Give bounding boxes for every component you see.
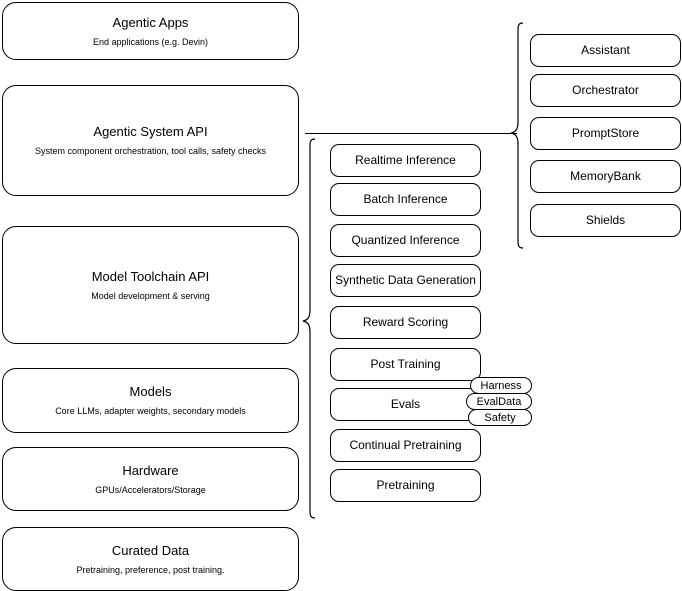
item-label: PromptStore: [571, 126, 640, 140]
connector-line-system-api: [305, 133, 517, 134]
item-label: Continual Pretraining: [349, 438, 462, 452]
item-label: Reward Scoring: [362, 315, 449, 329]
system-item-orchestrator[interactable]: Orchestrator: [530, 74, 681, 107]
item-label: Batch Inference: [363, 192, 448, 206]
system-item-memorybank[interactable]: MemoryBank: [530, 160, 681, 193]
brace-system-components: [510, 22, 524, 249]
toolchain-item-batch-inference[interactable]: Batch Inference: [330, 183, 481, 216]
system-item-promptstore[interactable]: PromptStore: [530, 117, 681, 150]
layer-card-agentic-system-api[interactable]: Agentic System API System component orch…: [2, 85, 299, 196]
layer-title: Model Toolchain API: [91, 268, 210, 284]
toolchain-item-post-training[interactable]: Post Training: [330, 348, 481, 381]
item-label: Assistant: [581, 43, 630, 57]
item-label: Evals: [390, 397, 421, 411]
system-item-assistant[interactable]: Assistant: [530, 34, 681, 67]
toolchain-item-realtime-inference[interactable]: Realtime Inference: [330, 144, 481, 177]
item-label: Pretraining: [376, 478, 435, 492]
item-label: Synthetic Data Generation: [335, 273, 476, 287]
layer-card-curated-data[interactable]: Curated Data Pretraining, preference, po…: [2, 527, 299, 591]
eval-tag-harness[interactable]: Harness: [470, 377, 532, 394]
brace-toolchain-components: [302, 138, 316, 519]
item-label: Shields: [585, 213, 626, 227]
toolchain-item-pretraining[interactable]: Pretraining: [330, 469, 481, 502]
toolchain-item-evals[interactable]: Evals: [330, 388, 481, 421]
toolchain-item-reward-scoring[interactable]: Reward Scoring: [330, 306, 481, 339]
layer-card-hardware[interactable]: Hardware GPUs/Accelerators/Storage: [2, 447, 299, 511]
layer-card-agentic-apps[interactable]: Agentic Apps End applications (e.g. Devi…: [2, 2, 299, 60]
layer-title: Agentic System API: [93, 124, 208, 139]
layer-title: Curated Data: [111, 542, 190, 558]
eval-tag-safety[interactable]: Safety: [468, 409, 532, 426]
layer-card-models[interactable]: Models Core LLMs, adapter weights, secon…: [2, 368, 299, 433]
layer-subtitle: Model development & serving: [91, 290, 210, 301]
system-item-shields[interactable]: Shields: [530, 204, 681, 237]
layer-subtitle: System component orchestration, tool cal…: [34, 146, 267, 156]
layer-title: Agentic Apps: [112, 14, 189, 30]
tag-label: Harness: [480, 379, 522, 392]
layer-title: Hardware: [122, 462, 179, 478]
toolchain-item-synthetic-data-generation[interactable]: Synthetic Data Generation: [330, 264, 481, 297]
eval-tag-evaldata[interactable]: EvalData: [466, 393, 532, 410]
layer-subtitle: End applications (e.g. Devin): [92, 36, 209, 47]
item-label: Quantized Inference: [351, 233, 460, 247]
item-label: Realtime Inference: [355, 153, 456, 167]
item-label: Post Training: [370, 357, 441, 371]
item-label: MemoryBank: [570, 169, 641, 183]
layer-title: Models: [129, 384, 172, 399]
toolchain-item-quantized-inference[interactable]: Quantized Inference: [330, 224, 481, 257]
layer-subtitle: GPUs/Accelerators/Storage: [95, 484, 206, 495]
layer-subtitle: Core LLMs, adapter weights, secondary mo…: [55, 406, 246, 416]
item-label: Orchestrator: [572, 83, 639, 97]
layer-subtitle: Pretraining, preference, post training.: [76, 564, 225, 575]
toolchain-item-continual-pretraining[interactable]: Continual Pretraining: [330, 429, 481, 462]
tag-label: EvalData: [476, 395, 522, 408]
tag-label: Safety: [484, 411, 516, 424]
layer-card-model-toolchain-api[interactable]: Model Toolchain API Model development & …: [2, 226, 299, 344]
